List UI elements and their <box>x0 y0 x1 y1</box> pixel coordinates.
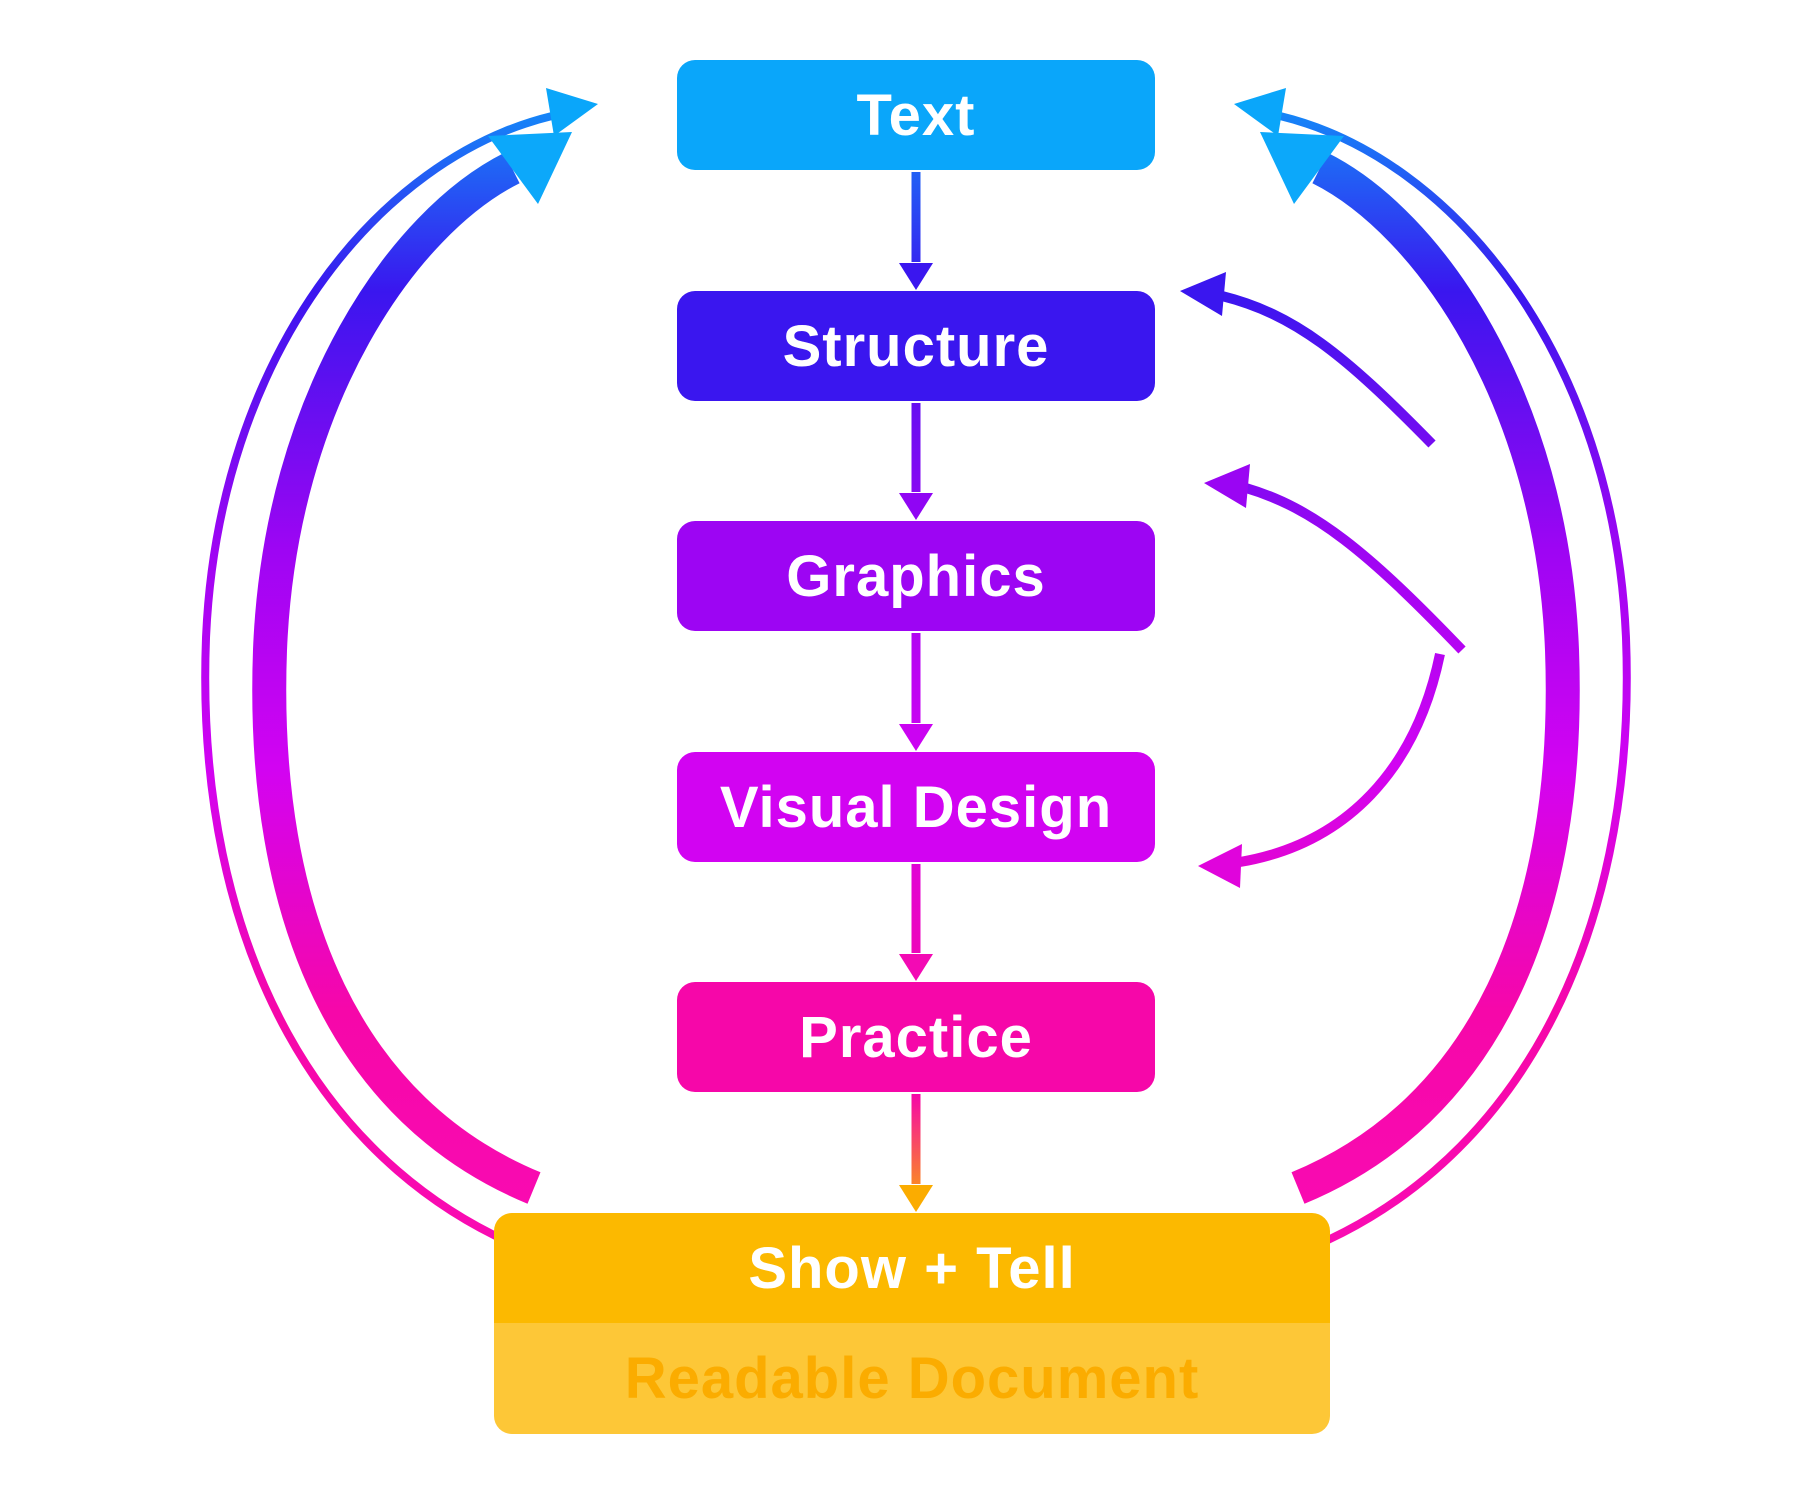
flow-arrow-down-icon-3 <box>899 633 933 751</box>
feedback-arrow-structure-icon <box>1180 272 1436 448</box>
flow-step-text: Text <box>677 60 1155 170</box>
feedback-arrow-graphics-icon <box>1204 464 1466 654</box>
flow-step-practice: Practice <box>677 982 1155 1092</box>
flow-step-label: Structure <box>782 313 1050 379</box>
feedback-arrow-practice-icon <box>1198 652 1445 888</box>
loop-arrow-left-outer-icon <box>201 88 598 1262</box>
flow-step-label: Show + Tell <box>748 1235 1076 1301</box>
flow-step-label: Text <box>856 82 976 148</box>
flow-step-show-tell: Show + Tell <box>494 1213 1330 1323</box>
flow-step-graphics: Graphics <box>677 521 1155 631</box>
loop-arrow-left-inner-icon <box>252 132 572 1204</box>
result-readable-document: Readable Document <box>494 1323 1330 1434</box>
loop-arrow-right-inner-icon <box>1260 132 1580 1204</box>
flow-arrow-down-icon-4 <box>899 864 933 981</box>
flow-step-structure: Structure <box>677 291 1155 401</box>
flow-arrow-down-icon-2 <box>899 403 933 520</box>
flow-step-label: Visual Design <box>719 774 1113 840</box>
flow-arrow-down-icon-5 <box>899 1094 933 1212</box>
flow-step-visual-design: Visual Design <box>677 752 1155 862</box>
flow-step-label: Graphics <box>786 543 1046 609</box>
loop-arrow-right-outer-icon <box>1234 88 1631 1262</box>
flow-arrow-down-icon-1 <box>899 172 933 290</box>
result-label: Readable Document <box>624 1346 1200 1411</box>
flow-step-label: Practice <box>799 1004 1033 1070</box>
